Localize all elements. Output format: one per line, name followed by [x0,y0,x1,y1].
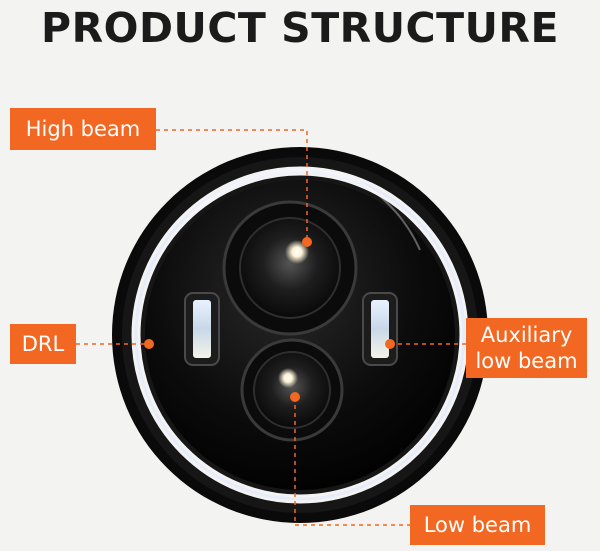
high-beam-leader [156,129,308,240]
label-low-beam: Low beam [410,505,545,545]
label-auxiliary-line2: low beam [475,349,578,373]
leader-lines [76,129,466,526]
drl-halo-glow [134,169,466,501]
right-aux-led [371,300,389,358]
label-drl: DRL [10,324,76,364]
lens-reflection-right [359,181,421,251]
high-beam-projector [239,217,341,319]
headlight-lens [145,180,455,490]
high-beam-bulb [285,240,309,264]
low-beam-bulb [278,368,298,388]
aux-marker [385,339,395,349]
low-beam-leader [294,397,410,526]
label-high-beam: High beam [10,108,156,150]
low-beam-projector [253,351,331,429]
left-aux-led [193,300,211,358]
high-beam-marker [302,237,312,247]
low-beam-marker [290,392,300,402]
drl-marker [144,339,154,349]
label-auxiliary-line1: Auxiliary [480,323,573,347]
label-auxiliary-low-beam: Auxiliary low beam [466,318,587,378]
page-title: PRODUCT STRUCTURE [41,4,559,52]
lens-reflection [188,169,361,217]
